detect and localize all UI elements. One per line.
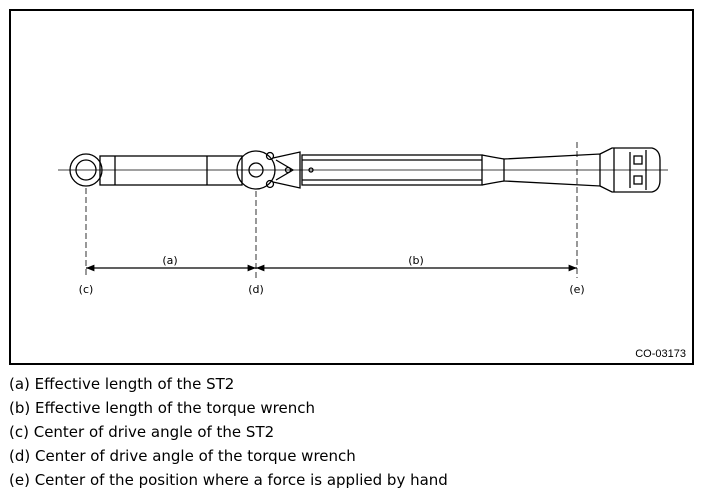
label-a: (a): [162, 254, 177, 267]
st2-extension: [69, 153, 243, 187]
legend: (a) Effective length of the ST2 (b) Effe…: [9, 372, 448, 492]
wrench-handle: [503, 147, 661, 193]
label-e: (e): [569, 283, 584, 296]
legend-item-b: (b) Effective length of the torque wrenc…: [9, 399, 315, 417]
wrench-head: [236, 150, 314, 190]
figure-code: CO-03173: [635, 348, 686, 360]
label-c: (c): [79, 283, 94, 296]
figure-frame: CO-03173: [9, 9, 694, 365]
legend-item-c: (c) Center of drive angle of the ST2: [9, 423, 275, 441]
legend-item-d: (d) Center of drive angle of the torque …: [9, 447, 356, 465]
torque-wrench-diagram: (a) (b) (c) (d) (e): [58, 142, 668, 296]
label-d: (d): [248, 283, 264, 296]
label-b: (b): [408, 254, 424, 267]
wrench-shaft: [301, 154, 505, 186]
extension-lines: [85, 142, 578, 278]
legend-item-e: (e) Center of the position where a force…: [9, 471, 448, 489]
legend-item-a: (a) Effective length of the ST2: [9, 375, 235, 393]
